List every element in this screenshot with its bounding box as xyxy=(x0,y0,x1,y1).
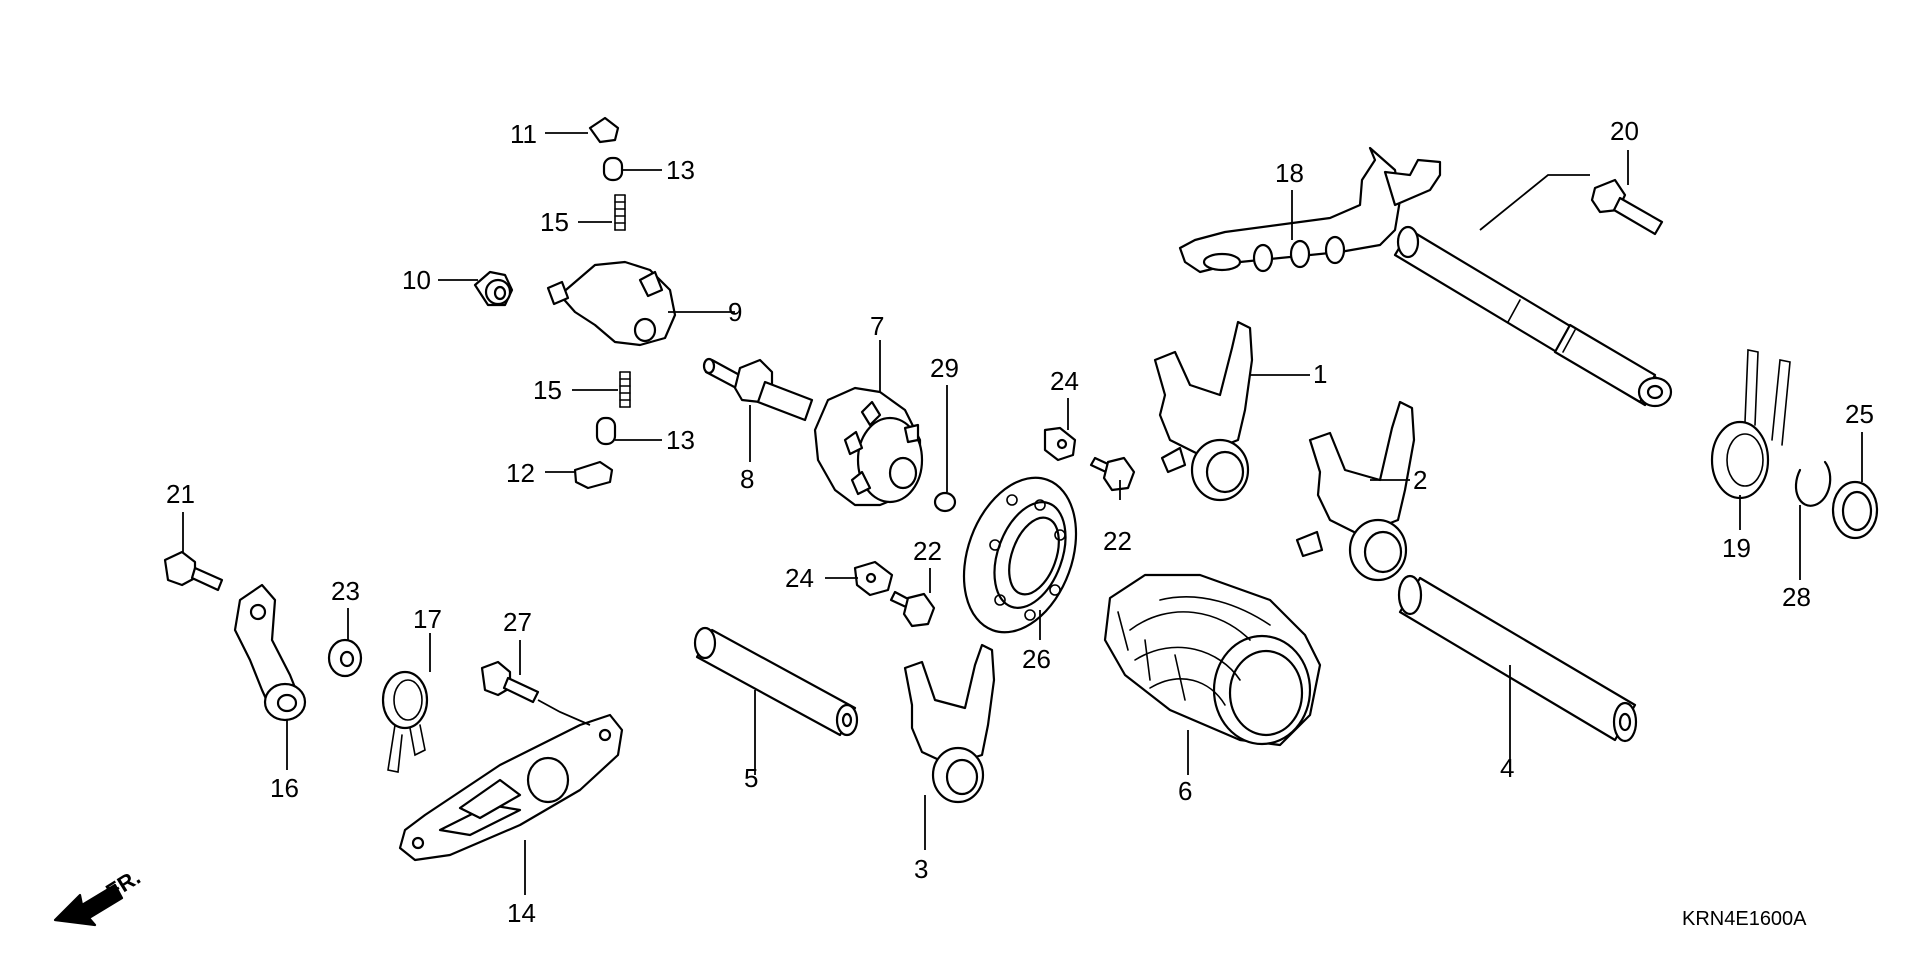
plate-24 xyxy=(1043,426,1077,462)
pin-13b xyxy=(595,416,617,446)
spring-15b xyxy=(619,371,631,408)
callout-4: 4 xyxy=(1500,753,1514,783)
bolt-27 xyxy=(480,660,540,704)
callout-5: 5 xyxy=(744,763,758,793)
pin-13 xyxy=(602,156,624,182)
callout-6: 6 xyxy=(1178,776,1192,806)
spring-17 xyxy=(381,670,429,773)
callout-labels: 1 2 3 4 5 6 7 8 9 10 11 12 13 13 14 15 1… xyxy=(166,116,1874,928)
callout-24-upper: 24 xyxy=(1050,366,1079,396)
callout-25: 25 xyxy=(1845,399,1874,429)
callout-24-lower: 24 xyxy=(785,563,814,593)
callout-1: 1 xyxy=(1313,359,1327,389)
front-arrow-icon: FR. xyxy=(53,864,145,927)
pin-29 xyxy=(933,491,957,513)
bolt-22 xyxy=(1089,456,1136,492)
fork-shaft-5 xyxy=(693,626,859,737)
callout-14: 14 xyxy=(507,898,536,928)
washer-23 xyxy=(327,638,363,678)
callout-15-lower: 15 xyxy=(533,375,562,405)
spring-19 xyxy=(1710,349,1791,500)
callout-10: 10 xyxy=(402,265,431,295)
callout-15-upper: 15 xyxy=(540,207,569,237)
diagram-code: KRN4E1600A xyxy=(1682,908,1807,930)
callout-29: 29 xyxy=(930,353,959,383)
callout-13-lower: 13 xyxy=(666,425,695,455)
drum-center-7 xyxy=(813,386,924,507)
collar-25 xyxy=(1831,480,1879,540)
bolt-20 xyxy=(1590,178,1664,236)
bolt-21 xyxy=(163,550,224,592)
fork-1 xyxy=(1153,320,1254,502)
stopper-arm-16 xyxy=(233,583,307,722)
shift-spindle-18 xyxy=(1178,146,1673,408)
bearing-26 xyxy=(962,476,1078,634)
callout-7: 7 xyxy=(870,311,884,341)
callout-2: 2 xyxy=(1413,465,1427,495)
bolt-8 xyxy=(702,357,814,422)
callout-17: 17 xyxy=(413,604,442,634)
spring-15 xyxy=(614,194,626,231)
callout-11: 11 xyxy=(510,119,537,149)
callout-20: 20 xyxy=(1610,116,1639,146)
callout-23: 23 xyxy=(331,576,360,606)
callout-19: 19 xyxy=(1722,533,1751,563)
fork-shaft-4 xyxy=(1397,574,1638,743)
callout-16: 16 xyxy=(270,773,299,803)
stopper-plate-14 xyxy=(398,713,624,862)
shift-drum-6 xyxy=(1103,573,1322,747)
callout-3: 3 xyxy=(914,854,928,884)
leader-lines xyxy=(182,132,1863,895)
clip-28 xyxy=(1794,460,1832,507)
callout-22-upper: 22 xyxy=(1103,526,1132,556)
collar-10 xyxy=(473,270,514,307)
callout-9: 9 xyxy=(728,297,742,327)
callout-18: 18 xyxy=(1275,158,1304,188)
cap-12 xyxy=(573,460,614,490)
cap-11 xyxy=(588,116,620,144)
callout-21: 21 xyxy=(166,479,195,509)
callout-8: 8 xyxy=(740,464,754,494)
fork-2 xyxy=(1295,400,1416,582)
plate-24b xyxy=(853,560,894,597)
callout-13-upper: 13 xyxy=(666,155,695,185)
callout-28: 28 xyxy=(1782,582,1811,612)
bolt-22b xyxy=(889,590,936,628)
fork-3 xyxy=(903,643,996,804)
stopper-plate-9 xyxy=(546,260,677,347)
callout-26: 26 xyxy=(1022,644,1051,674)
callout-12: 12 xyxy=(506,458,535,488)
callout-27: 27 xyxy=(503,607,532,637)
callout-22-lower: 22 xyxy=(913,536,942,566)
